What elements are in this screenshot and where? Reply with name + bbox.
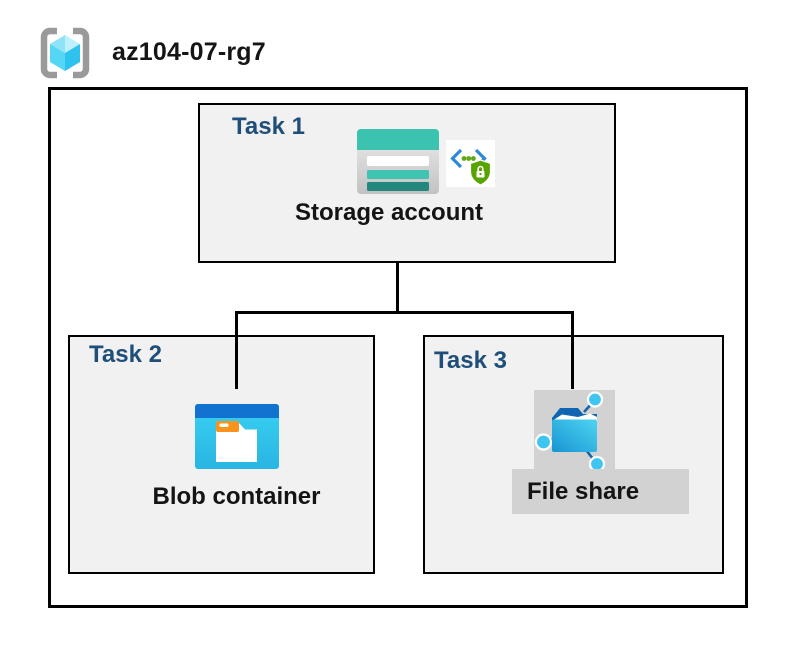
file-share-label-strip: File share xyxy=(512,469,689,514)
task1-resource-label: Storage account xyxy=(294,199,484,226)
task2-resource-label: Blob container xyxy=(152,483,321,510)
resource-group-brackets-cube-icon xyxy=(37,24,93,82)
task3-label: Task 3 xyxy=(434,347,507,374)
code-brackets-shield-lock-icon xyxy=(446,140,495,187)
task3-resource-label: File share xyxy=(527,478,640,505)
task2-box: Task 2 Blob container xyxy=(68,335,375,574)
blob-container-icon xyxy=(195,404,279,469)
connector-to-fileshare xyxy=(571,311,574,389)
task3-box: Task 3 File share xyxy=(423,335,724,574)
connector-to-blob xyxy=(235,311,238,389)
task1-label: Task 1 xyxy=(232,113,305,140)
task1-box: Task 1 xyxy=(198,103,616,263)
file-share-connected-folder-icon xyxy=(534,390,615,470)
task2-label: Task 2 xyxy=(89,341,162,368)
connector-storage-down xyxy=(396,263,399,313)
resource-group-name: az104-07-rg7 xyxy=(112,38,266,66)
connector-horizontal xyxy=(235,311,574,314)
storage-account-icon xyxy=(357,129,439,194)
